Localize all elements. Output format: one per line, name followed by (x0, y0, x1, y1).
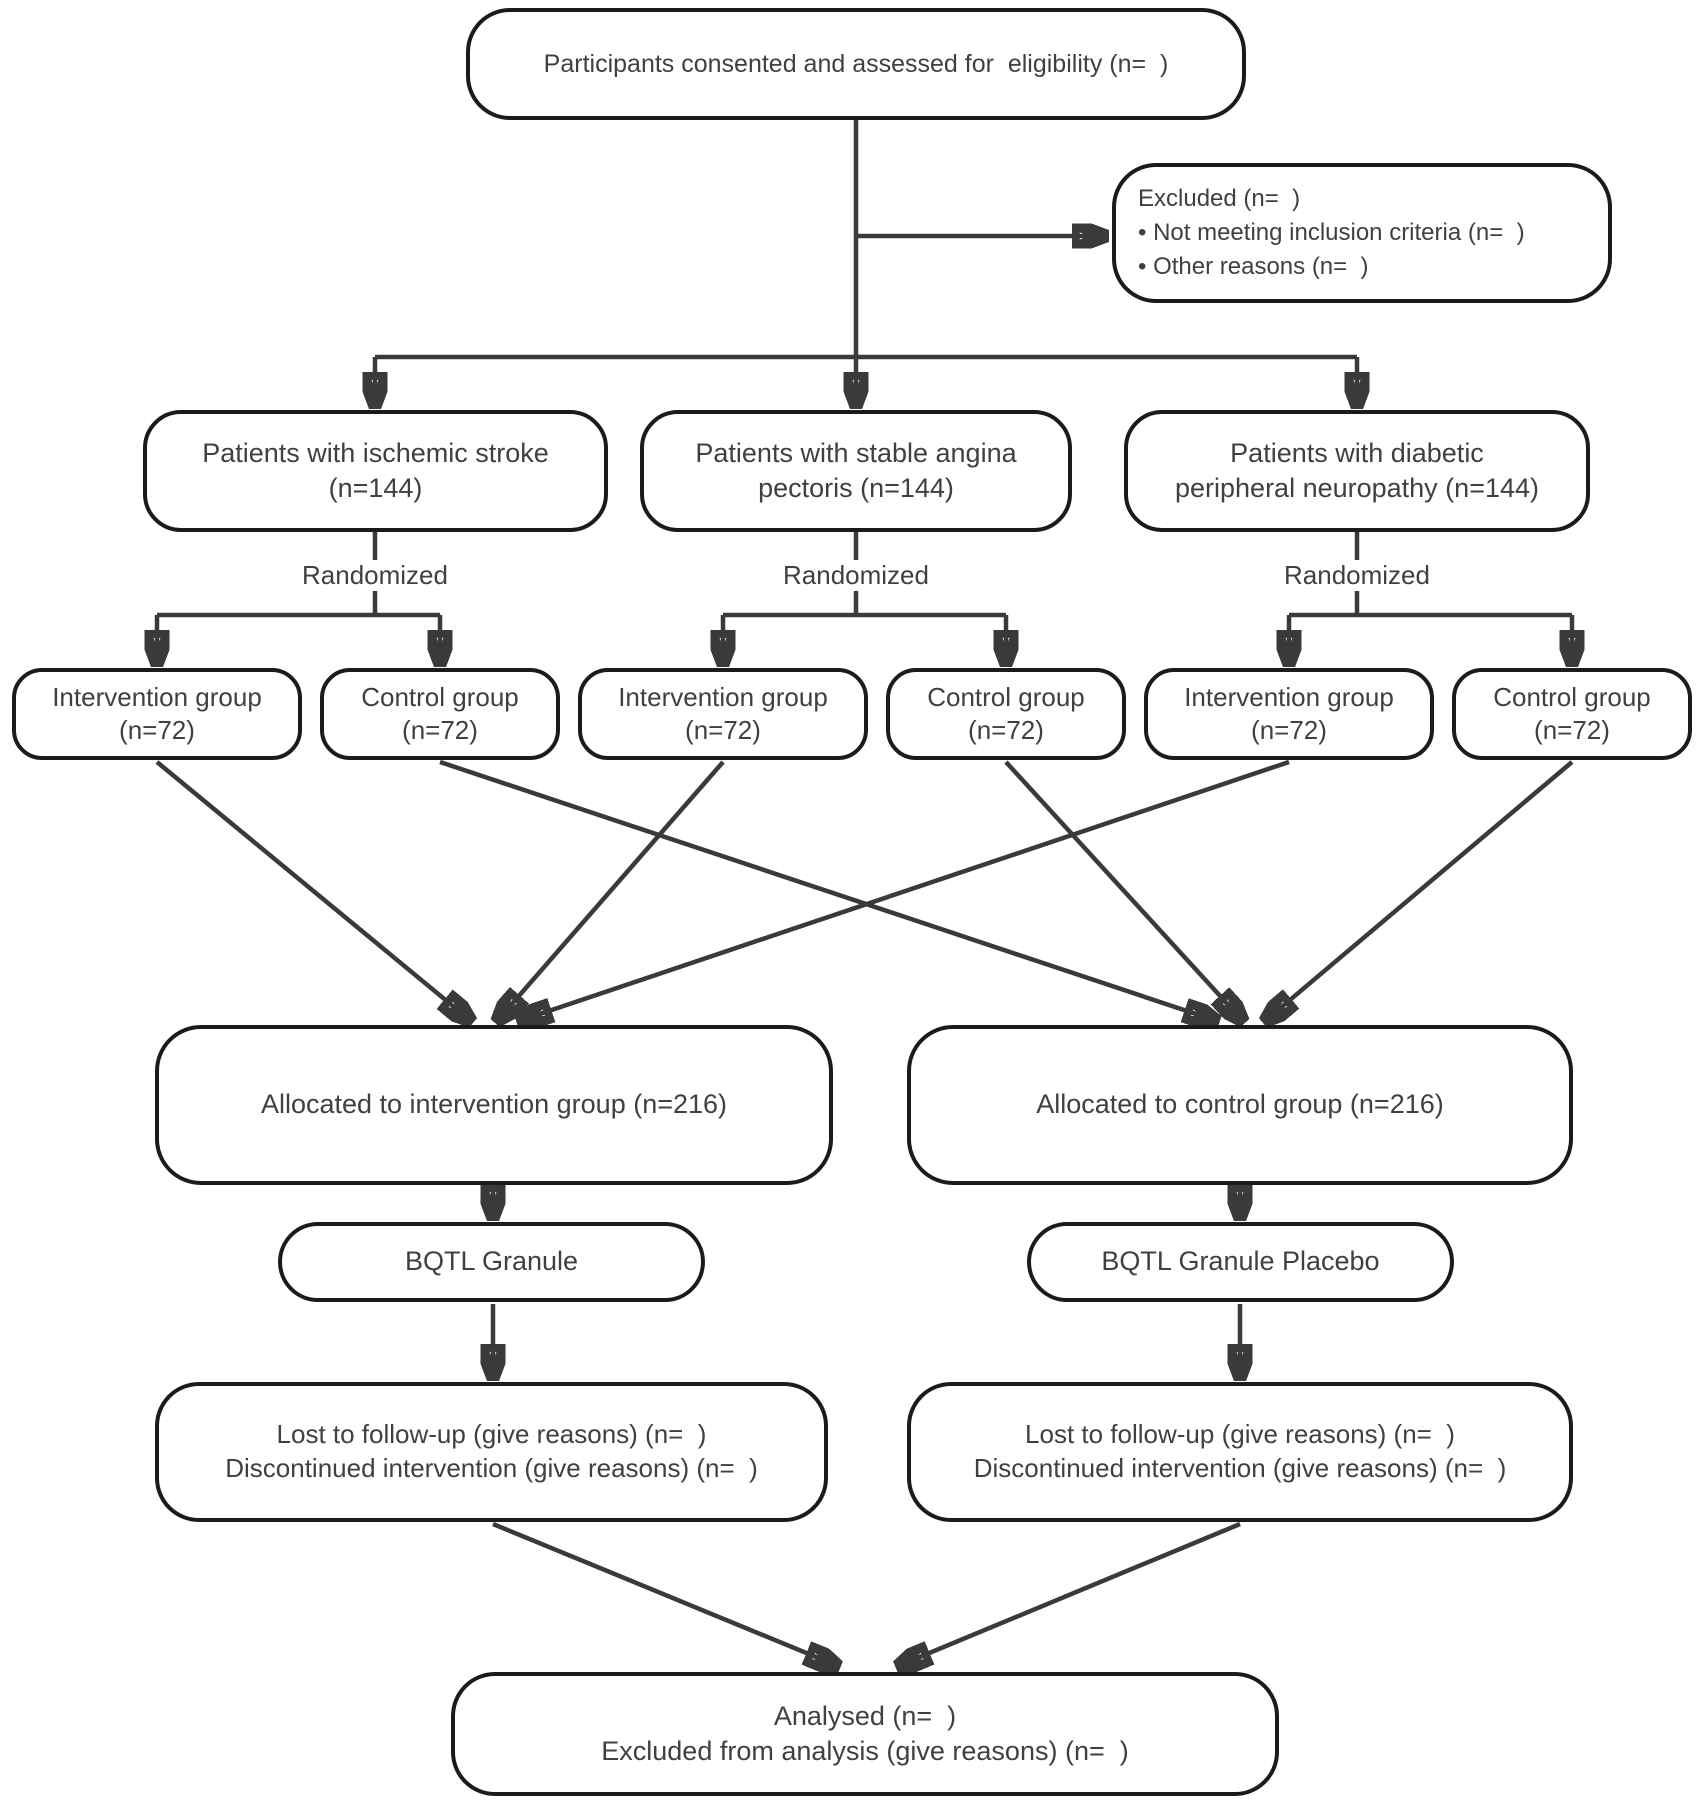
group-text-control-3: Control group (n=72) (1493, 681, 1651, 745)
lost-followup-control-box: Lost to follow-up (give reasons) (n= ) D… (907, 1382, 1573, 1522)
lost-followup-intervention-box: Lost to follow-up (give reasons) (n= ) D… (155, 1382, 828, 1522)
randomized-label-2: Randomized (773, 560, 939, 592)
bqtl-granule-placebo-text: BQTL Granule Placebo (1101, 1246, 1380, 1277)
arrow-lost-i-to-analysed (492, 1521, 838, 1666)
randomized-label-1: Randomized (292, 560, 458, 592)
diabetic-neuropathy-box: Patients with diabetic peripheral neurop… (1124, 410, 1590, 532)
lost-followup-intervention-text: Lost to follow-up (give reasons) (n= ) D… (225, 1419, 758, 1483)
stable-angina-text: Patients with stable angina pectoris (n=… (695, 437, 1017, 503)
allocated-control-text: Allocated to control group (n=216) (1036, 1089, 1444, 1120)
enrollment-box: Participants consented and assessed for … (466, 8, 1246, 120)
allocated-intervention-box: Allocated to intervention group (n=216) (155, 1025, 833, 1185)
group-text-intervention-1: Intervention group (n=72) (52, 681, 262, 745)
excluded-box: Excluded (n= ) • Not meeting inclusion c… (1112, 163, 1612, 303)
group-text-intervention-2: Intervention group (n=72) (618, 681, 828, 745)
arrow-control3-to-pool (1265, 760, 1574, 1021)
arrow-control2-to-pool (1004, 760, 1243, 1021)
arrow-intervention2-to-pool (497, 760, 725, 1021)
allocated-intervention-text: Allocated to intervention group (n=216) (260, 1089, 728, 1120)
enrollment-text: Participants consented and assessed for … (543, 49, 1169, 78)
group-box-intervention-3: Intervention group (n=72) (1144, 668, 1434, 760)
group-box-control-2: Control group (n=72) (886, 668, 1126, 760)
group-box-intervention-1: Intervention group (n=72) (12, 668, 302, 760)
allocated-control-box: Allocated to control group (n=216) (907, 1025, 1573, 1185)
stable-angina-box: Patients with stable angina pectoris (n=… (640, 410, 1072, 532)
group-box-intervention-2: Intervention group (n=72) (578, 668, 868, 760)
group-text-control-2: Control group (n=72) (927, 681, 1085, 745)
group-box-control-3: Control group (n=72) (1452, 668, 1692, 760)
arrow-control1-to-pool (439, 759, 1217, 1021)
ischemic-stroke-text: Patients with ischemic stroke (n=144) (202, 437, 549, 503)
randomized-label-3: Randomized (1274, 560, 1440, 592)
arrow-intervention1-to-pool (155, 760, 471, 1021)
diabetic-neuropathy-text: Patients with diabetic peripheral neurop… (1175, 437, 1539, 503)
excluded-text: Excluded (n= ) • Not meeting inclusion c… (1138, 184, 1525, 281)
bqtl-granule-box: BQTL Granule (278, 1222, 705, 1302)
arrow-intervention3-to-pool (519, 759, 1290, 1021)
group-box-control-1: Control group (n=72) (320, 668, 560, 760)
arrow-lost-c-to-analysed (898, 1521, 1241, 1666)
analysed-box: Analysed (n= ) Excluded from analysis (g… (451, 1672, 1279, 1796)
group-text-control-1: Control group (n=72) (361, 681, 519, 745)
group-text-intervention-3: Intervention group (n=72) (1184, 681, 1394, 745)
bqtl-granule-text: BQTL Granule (404, 1246, 579, 1277)
analysed-text: Analysed (n= ) Excluded from analysis (g… (601, 1700, 1129, 1766)
bqtl-granule-placebo-box: BQTL Granule Placebo (1027, 1222, 1454, 1302)
lost-followup-control-text: Lost to follow-up (give reasons) (n= ) D… (973, 1419, 1507, 1483)
ischemic-stroke-box: Patients with ischemic stroke (n=144) (143, 410, 608, 532)
